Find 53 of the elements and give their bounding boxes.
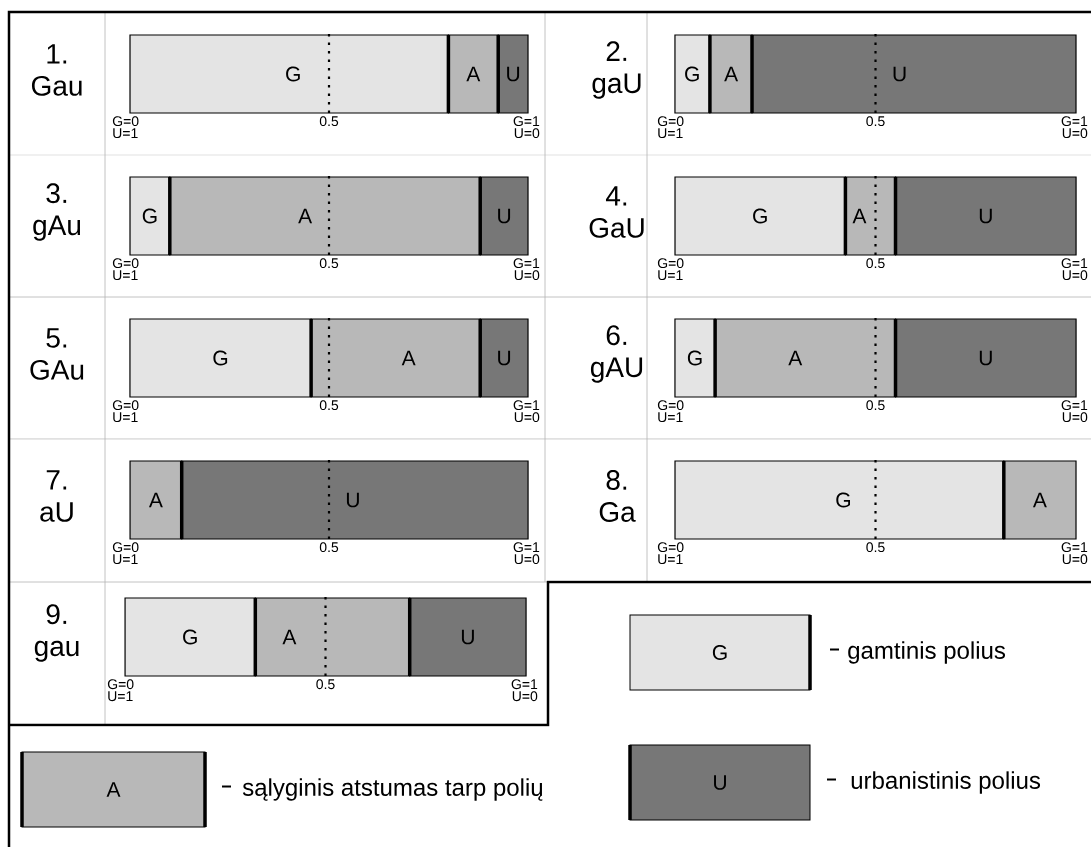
legend-text: gamtinis polius [848,641,1006,664]
bar-segment: G [124,597,256,677]
bar-segment: A [1003,460,1077,540]
legend-text: urbanistinis polius [851,771,1041,794]
panel-label: 9. gau [34,604,79,662]
panel-label: 1. Gau [31,44,82,96]
bar-segment: U [181,460,529,540]
bar-segment: G [674,318,716,398]
bar-segment: U [751,34,1077,114]
bar-segment: A [169,176,481,256]
bar-segment: A [844,176,897,256]
scale-label: G=1 U=0 [1061,542,1088,565]
swatch-letter: U [714,775,726,790]
scale-label: 0.5 [866,258,885,269]
scale-label: G=0 U=1 [107,679,134,702]
swatch-letter: A [106,782,121,797]
legend-text: sąlyginis atstumas tarp polių [242,778,543,801]
scale-label: G=0 U=1 [657,400,684,423]
bar-segment: A [254,597,411,677]
bar-segment: G [674,460,1005,540]
bar-segment: A [714,318,897,398]
bar-segment: G [674,176,846,256]
bar-segment: A [129,460,183,540]
scale-label: G=1 U=0 [511,679,538,702]
bar-segment: U [409,597,527,677]
panel-label: 7. aU [40,470,73,522]
swatch-letter: G [712,645,727,660]
panel-label: 4. GaU [589,186,644,238]
bar-segment: A [447,34,499,114]
panel-label: 5. GAu [30,328,84,380]
scale-label: G=1 U=0 [513,542,540,565]
scale-label: G=0 U=1 [112,542,139,565]
bar-segment: U [497,34,529,114]
bar-segment: U [479,176,529,256]
bar-segment: U [894,318,1077,398]
scale-label: G=1 U=0 [513,116,540,139]
scale-label: 0.5 [866,400,885,411]
panel-label: 8. Ga [599,470,636,522]
panel-label: 6. gAU [590,325,643,383]
panel-label: 3. gAu [33,183,81,241]
bar-segment: G [674,34,711,114]
scale-label: G=1 U=0 [1061,400,1088,423]
scale-label: G=0 U=1 [657,542,684,565]
bar-segment: A [310,318,481,398]
scale-label: 0.5 [319,400,339,411]
bar-segment: U [894,176,1077,256]
panel-label: 2. gaU [592,41,641,99]
bar-segment: G [129,34,449,114]
bar-segment: G [129,318,312,398]
scale-label: G=1 U=0 [513,400,540,423]
bar-segment: A [709,34,753,114]
bar-segment: U [479,318,529,398]
bar-segment: G [129,176,171,256]
